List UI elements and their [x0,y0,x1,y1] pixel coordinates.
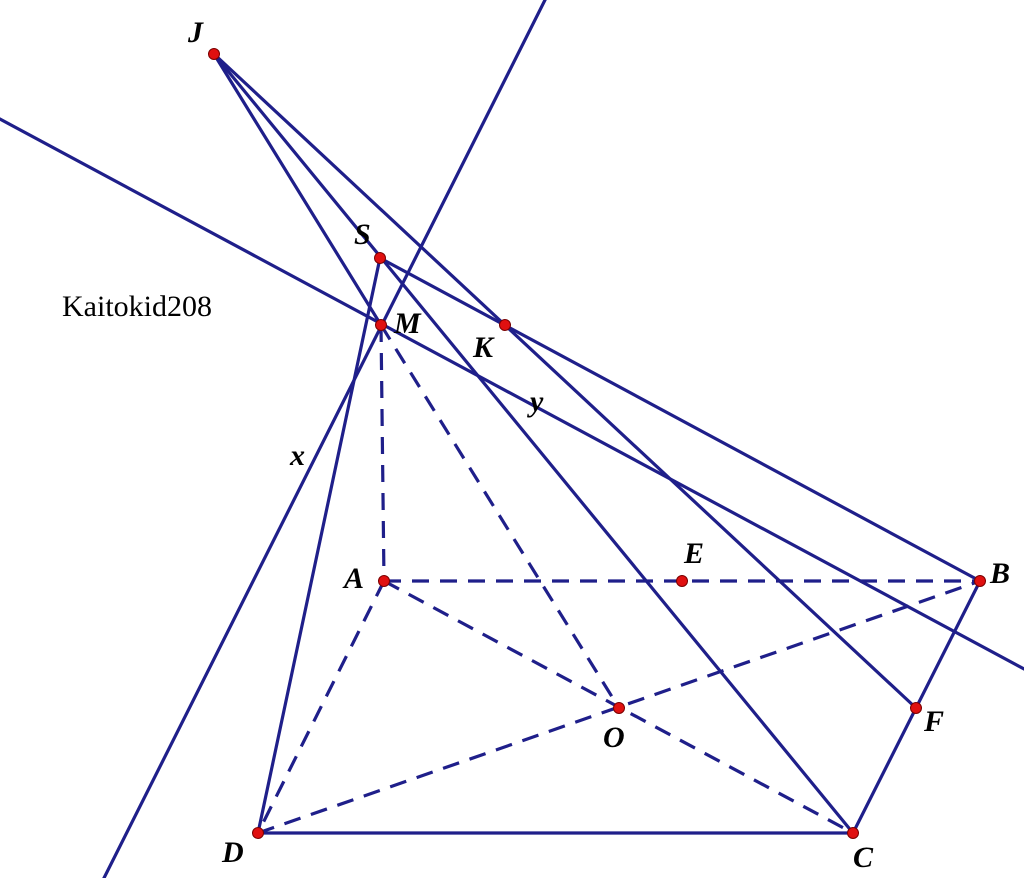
label-j: J [187,16,204,49]
segment-j-f [212,52,918,710]
label-b: B [989,557,1010,590]
watermark-text: Kaitokid208 [62,290,212,323]
segment-j-c [212,52,855,835]
label-e: E [683,537,704,570]
point-b [974,575,986,587]
label-a: A [342,562,364,595]
point-k [499,319,511,331]
label-s: S [354,218,371,251]
line-x [102,0,547,878]
segment-s-d [256,256,382,835]
label-f: F [923,705,944,738]
point-d [252,827,264,839]
point-o [613,702,625,714]
point-a [378,575,390,587]
label-line-y: y [527,385,544,418]
segment-m-o-dashed [379,324,621,709]
point-m [375,319,387,331]
point-s [374,252,386,264]
segment-s-a-dashed [379,324,386,582]
label-line-x: x [289,439,305,472]
segment-j-m [212,52,383,327]
point-c [847,827,859,839]
point-f [910,702,922,714]
segment-s-b [378,256,982,583]
label-o: O [603,721,625,754]
point-e [676,575,688,587]
label-m: M [393,307,422,340]
label-k: K [472,331,495,364]
segment-a-d-dashed [256,580,386,834]
label-d: D [221,836,244,869]
point-j [208,48,220,60]
segment-d-b-dashed [257,579,981,835]
label-c: C [853,841,874,874]
line-y [0,117,1024,671]
